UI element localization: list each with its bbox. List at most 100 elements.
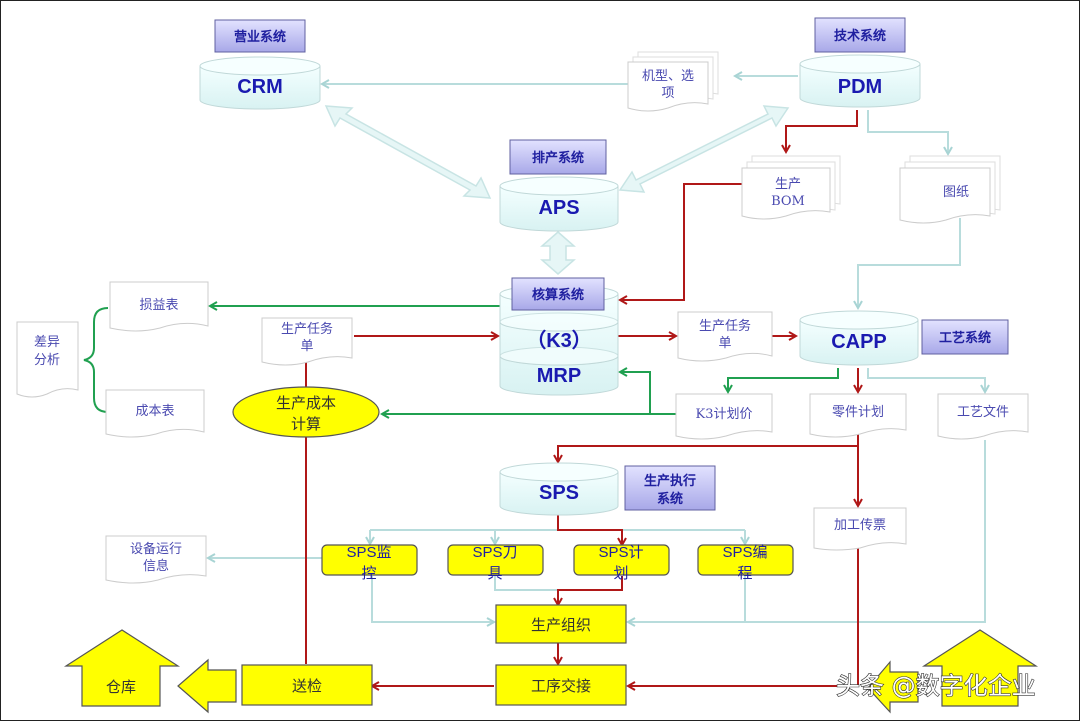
svg-text:营业系统: 营业系统 bbox=[234, 29, 286, 45]
red-connectors bbox=[305, 110, 859, 686]
svg-text:生产执行: 生产执行 bbox=[644, 473, 696, 489]
doc-model-options[interactable]: 机型、选 项 bbox=[627, 51, 719, 112]
sps-module-label-line1: SPS监 bbox=[346, 544, 391, 561]
svg-text:图纸: 图纸 bbox=[943, 185, 969, 200]
pdm-to-bom bbox=[786, 110, 858, 152]
green-connectors bbox=[83, 306, 839, 414]
mrp-name: MRP bbox=[537, 365, 581, 387]
svg-text:工艺文件: 工艺文件 bbox=[957, 405, 1009, 420]
incoming-material-shape bbox=[867, 629, 1039, 714]
svg-text:损益表: 损益表 bbox=[139, 298, 178, 313]
svg-text:生产: 生产 bbox=[775, 177, 801, 192]
process-file-down bbox=[628, 440, 986, 622]
svg-text:生产成本: 生产成本 bbox=[276, 394, 336, 412]
aps-tag: 排产系统 bbox=[509, 139, 607, 175]
inspect-box[interactable]: 送检 bbox=[241, 664, 373, 706]
handover-box[interactable]: 工序交接 bbox=[495, 664, 627, 706]
svg-text:BOM: BOM bbox=[771, 194, 805, 209]
aps-k3-double-arrow bbox=[540, 231, 576, 275]
svg-text:项: 项 bbox=[661, 86, 674, 101]
sps-module-label-line2: 控 bbox=[361, 565, 376, 582]
svg-text:K3计划价: K3计划价 bbox=[696, 407, 753, 422]
inspect-to-warehouse-arrow bbox=[177, 658, 237, 714]
sps-to-plan bbox=[557, 514, 622, 545]
plan-to-organize bbox=[558, 576, 623, 605]
svg-text:送检: 送检 bbox=[292, 677, 322, 695]
svg-text:系统: 系统 bbox=[657, 491, 683, 507]
svg-text:单: 单 bbox=[300, 339, 313, 354]
ticket-to-handover bbox=[628, 540, 859, 686]
doc-equipment-info[interactable]: 设备运行 信息 bbox=[105, 535, 207, 584]
svg-text:生产任务: 生产任务 bbox=[281, 321, 333, 337]
doc-task-order-right[interactable]: 生产任务 单 bbox=[677, 311, 773, 362]
sps-module-label-line1: SPS编 bbox=[722, 544, 767, 561]
svg-text:设备运行: 设备运行 bbox=[130, 541, 182, 557]
svg-text:排产系统: 排产系统 bbox=[532, 150, 584, 166]
doc-task-order-left[interactable]: 生产任务 单 bbox=[261, 317, 353, 366]
doc-work-ticket[interactable]: 加工传票 bbox=[813, 507, 907, 551]
doc-cost-table[interactable]: 成本表 bbox=[105, 389, 205, 438]
svg-text:单: 单 bbox=[718, 336, 731, 351]
capp-system[interactable]: CAPP bbox=[799, 310, 919, 366]
pdm-aps-double-arrow bbox=[618, 105, 790, 193]
doc-production-bom[interactable]: 生产 BOM bbox=[741, 155, 841, 220]
drawings-to-capp bbox=[858, 218, 961, 308]
k3-tag: 核算系统 bbox=[511, 277, 605, 311]
watermark: 头条 @数字化企业 bbox=[836, 672, 1036, 700]
capp-to-process-file bbox=[867, 368, 985, 392]
svg-text:技术系统: 技术系统 bbox=[834, 28, 886, 44]
svg-text:工序交接: 工序交接 bbox=[531, 677, 591, 695]
doc-process-file[interactable]: 工艺文件 bbox=[937, 393, 1029, 440]
aps-system[interactable]: APS bbox=[499, 176, 619, 232]
sps-module-label-line1: SPS刀 bbox=[472, 544, 517, 561]
sps-system[interactable]: SPS bbox=[499, 462, 619, 516]
capp-tag: 工艺系统 bbox=[921, 319, 1009, 355]
svg-text:核算系统: 核算系统 bbox=[532, 287, 584, 303]
svg-text:计算: 计算 bbox=[291, 415, 321, 433]
variance-brace bbox=[83, 307, 109, 413]
doc-profit-loss[interactable]: 损益表 bbox=[109, 281, 209, 332]
part-plan-to-sps bbox=[558, 430, 859, 462]
cost-calc-ellipse[interactable]: 生产成本 计算 bbox=[232, 386, 380, 438]
aps-name: APS bbox=[538, 197, 579, 219]
svg-text:零件计划: 零件计划 bbox=[832, 405, 884, 420]
doc-variance-analysis[interactable]: 差异 分析 bbox=[16, 321, 79, 398]
svg-text:成本表: 成本表 bbox=[135, 404, 174, 419]
capp-to-k3-price bbox=[728, 368, 839, 392]
warehouse-shape[interactable]: 仓库 bbox=[63, 629, 181, 707]
doc-k3-price[interactable]: K3计划价 bbox=[675, 393, 773, 440]
bom-to-k3 bbox=[620, 183, 742, 300]
crm-system[interactable]: CRM bbox=[199, 56, 321, 110]
k3-mrp-system[interactable]: （K3） MRP bbox=[499, 284, 619, 396]
svg-text:机型、选: 机型、选 bbox=[642, 69, 694, 84]
organize-box[interactable]: 生产组织 bbox=[495, 604, 627, 644]
doc-drawings[interactable]: 图纸 bbox=[899, 155, 1001, 224]
svg-text:差异: 差异 bbox=[34, 335, 60, 350]
sps-module-label-line2: 具 bbox=[487, 565, 502, 582]
k3-price-to-mrp bbox=[620, 372, 651, 414]
svg-text:工艺系统: 工艺系统 bbox=[939, 330, 991, 346]
pdm-system[interactable]: PDM bbox=[799, 54, 921, 108]
sps-module-label-line1: SPS计 bbox=[598, 544, 643, 561]
sps-tag: 生产执行 系统 bbox=[624, 465, 716, 511]
crm-tag: 营业系统 bbox=[214, 19, 306, 53]
k3-name: （K3） bbox=[526, 329, 592, 352]
svg-text:仓库: 仓库 bbox=[106, 678, 136, 696]
svg-text:加工传票: 加工传票 bbox=[834, 518, 886, 533]
pdm-name: PDM bbox=[838, 76, 882, 98]
svg-text:分析: 分析 bbox=[34, 353, 60, 368]
light-connectors bbox=[208, 76, 985, 622]
doc-part-plan[interactable]: 零件计划 bbox=[809, 393, 907, 438]
pdm-tag: 技术系统 bbox=[814, 17, 906, 53]
sps-module-label-line2: 划 bbox=[613, 565, 628, 582]
sps-module-label-line2: 程 bbox=[737, 565, 752, 582]
sps-name: SPS bbox=[539, 482, 579, 504]
crm-aps-double-arrow bbox=[324, 105, 492, 199]
capp-name: CAPP bbox=[831, 331, 887, 353]
